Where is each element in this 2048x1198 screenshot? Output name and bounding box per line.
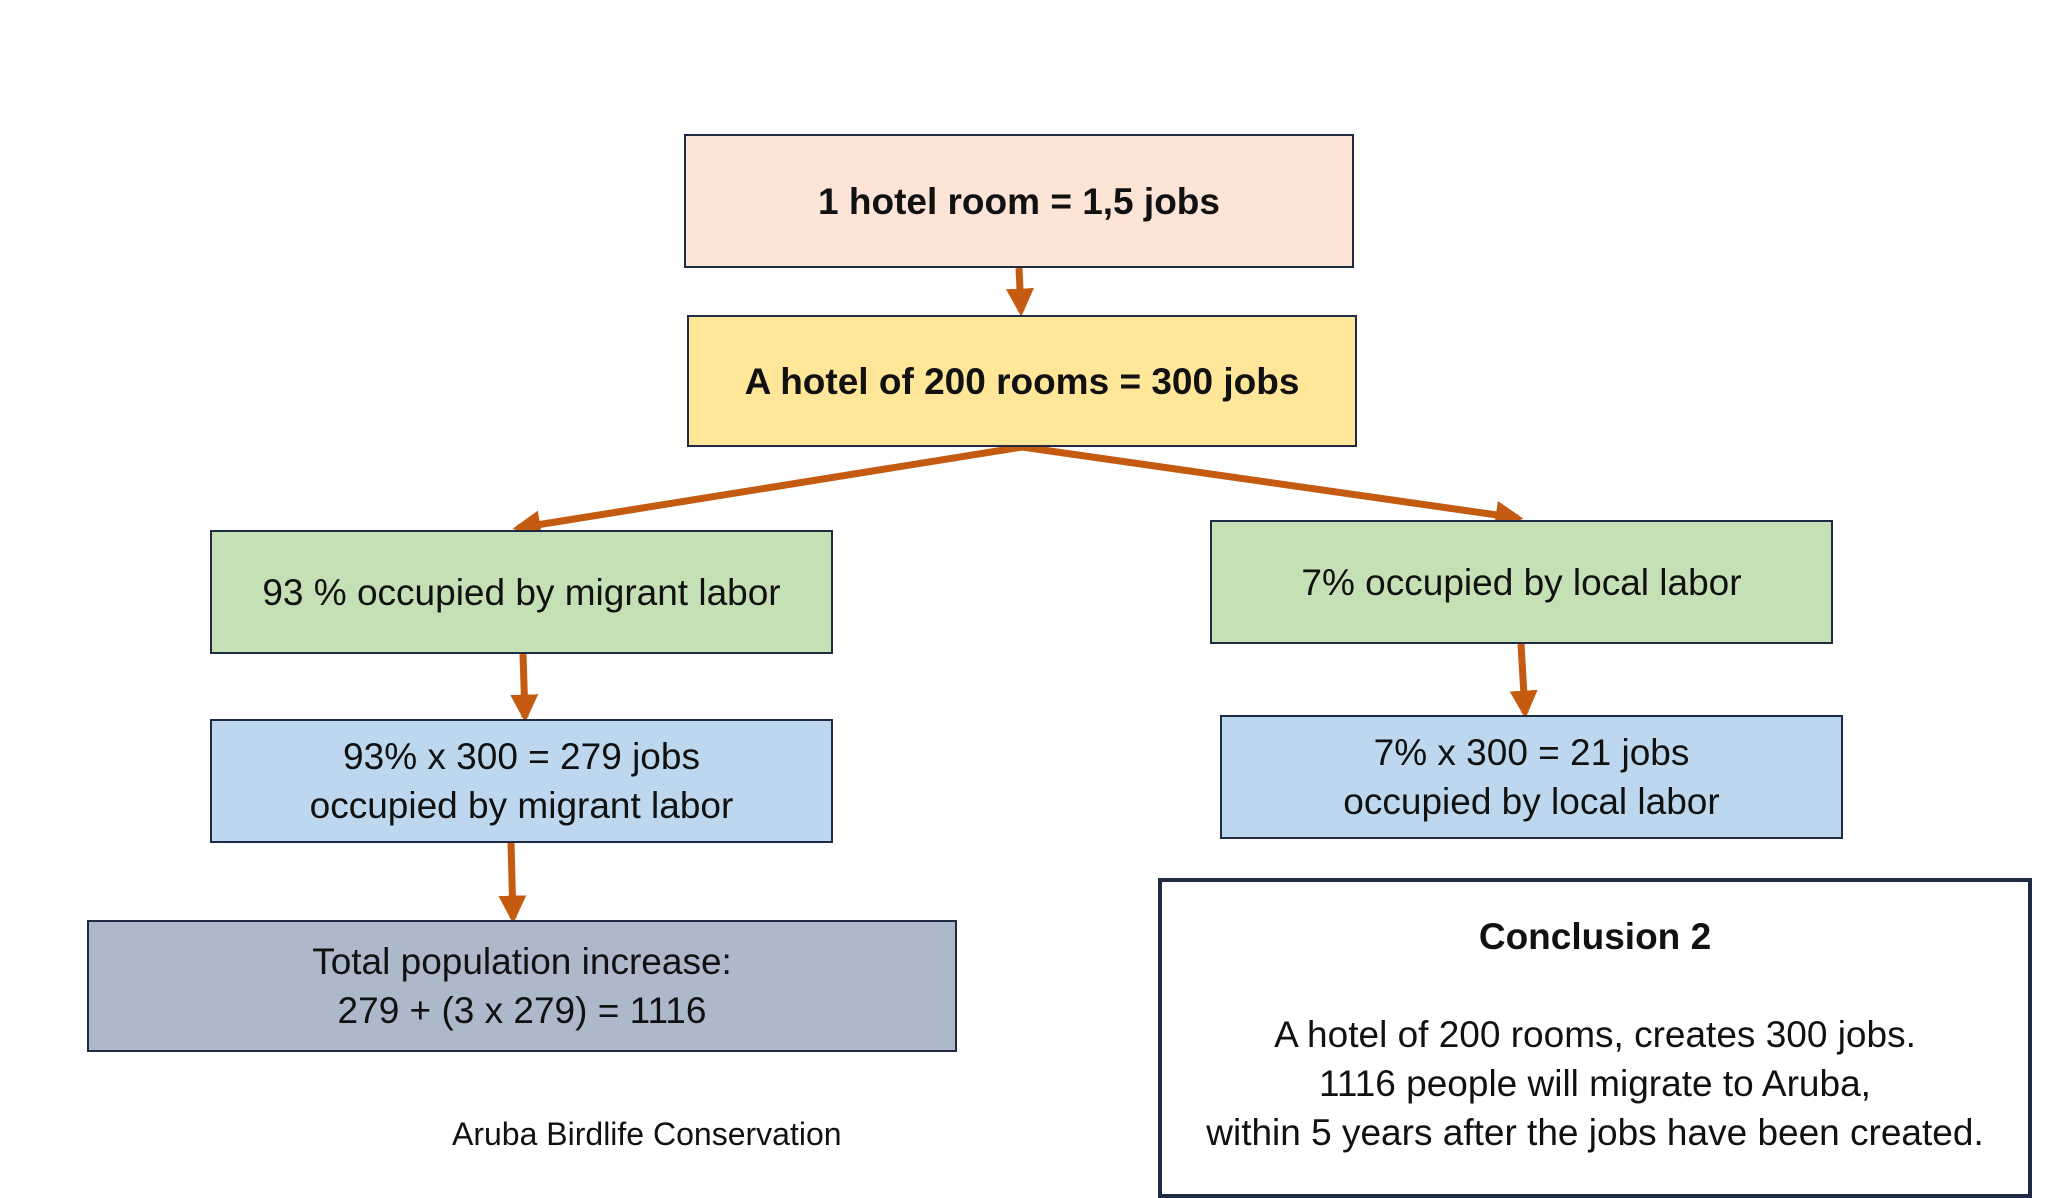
conclusion-line1: A hotel of 200 rooms, creates 300 jobs. xyxy=(1274,1014,1916,1055)
arrow-hotel-200-to-local-share xyxy=(1021,443,1524,529)
node-hotel-200-rooms-text: A hotel of 200 rooms = 300 jobs xyxy=(744,360,1300,402)
node-local-jobs-line2: occupied by local labor xyxy=(1343,781,1720,822)
conclusion-line3: within 5 years after the jobs have been … xyxy=(1206,1112,1984,1153)
node-hotel-room-text: 1 hotel room = 1,5 jobs xyxy=(818,180,1220,222)
node-migrant-jobs-line1: 93% x 300 = 279 jobs xyxy=(343,736,700,777)
conclusion-line2: 1116 people will migrate to Aruba, xyxy=(1319,1063,1871,1104)
node-hotel-room: 1 hotel room = 1,5 jobs xyxy=(684,134,1354,268)
node-migrant-jobs-line2: occupied by migrant labor xyxy=(309,785,734,826)
node-local-jobs-line1: 7% x 300 = 21 jobs xyxy=(1373,732,1690,773)
arrow-migrant-jobs-to-population xyxy=(498,842,527,924)
node-population-line2: 279 + (3 x 279) = 1116 xyxy=(337,990,707,1031)
arrow-migrant-share-to-migrant-jobs xyxy=(510,653,539,723)
arrow-hotel-200-to-migrant-share xyxy=(512,443,1023,539)
node-migrant-jobs: 93% x 300 = 279 jobs occupied by migrant… xyxy=(210,719,833,843)
arrow-local-share-to-local-jobs xyxy=(1509,643,1538,719)
node-local-share-text: 7% occupied by local labor xyxy=(1301,561,1742,603)
node-population-line1: Total population increase: xyxy=(312,941,732,982)
node-local-share: 7% occupied by local labor xyxy=(1210,520,1833,644)
conclusion-box: Conclusion 2 A hotel of 200 rooms, creat… xyxy=(1158,878,2032,1198)
node-migrant-share: 93 % occupied by migrant labor xyxy=(210,530,833,654)
arrow-hotel-room-to-hotel-200 xyxy=(1005,267,1034,317)
conclusion-title: Conclusion 2 xyxy=(1478,916,1712,957)
source-credit: Aruba Birdlife Conservation xyxy=(452,1116,842,1152)
node-migrant-share-text: 93 % occupied by migrant labor xyxy=(262,571,781,613)
node-population-increase: Total population increase: 279 + (3 x 27… xyxy=(87,920,957,1052)
node-hotel-200-rooms: A hotel of 200 rooms = 300 jobs xyxy=(687,315,1357,447)
node-local-jobs: 7% x 300 = 21 jobs occupied by local lab… xyxy=(1220,715,1843,839)
